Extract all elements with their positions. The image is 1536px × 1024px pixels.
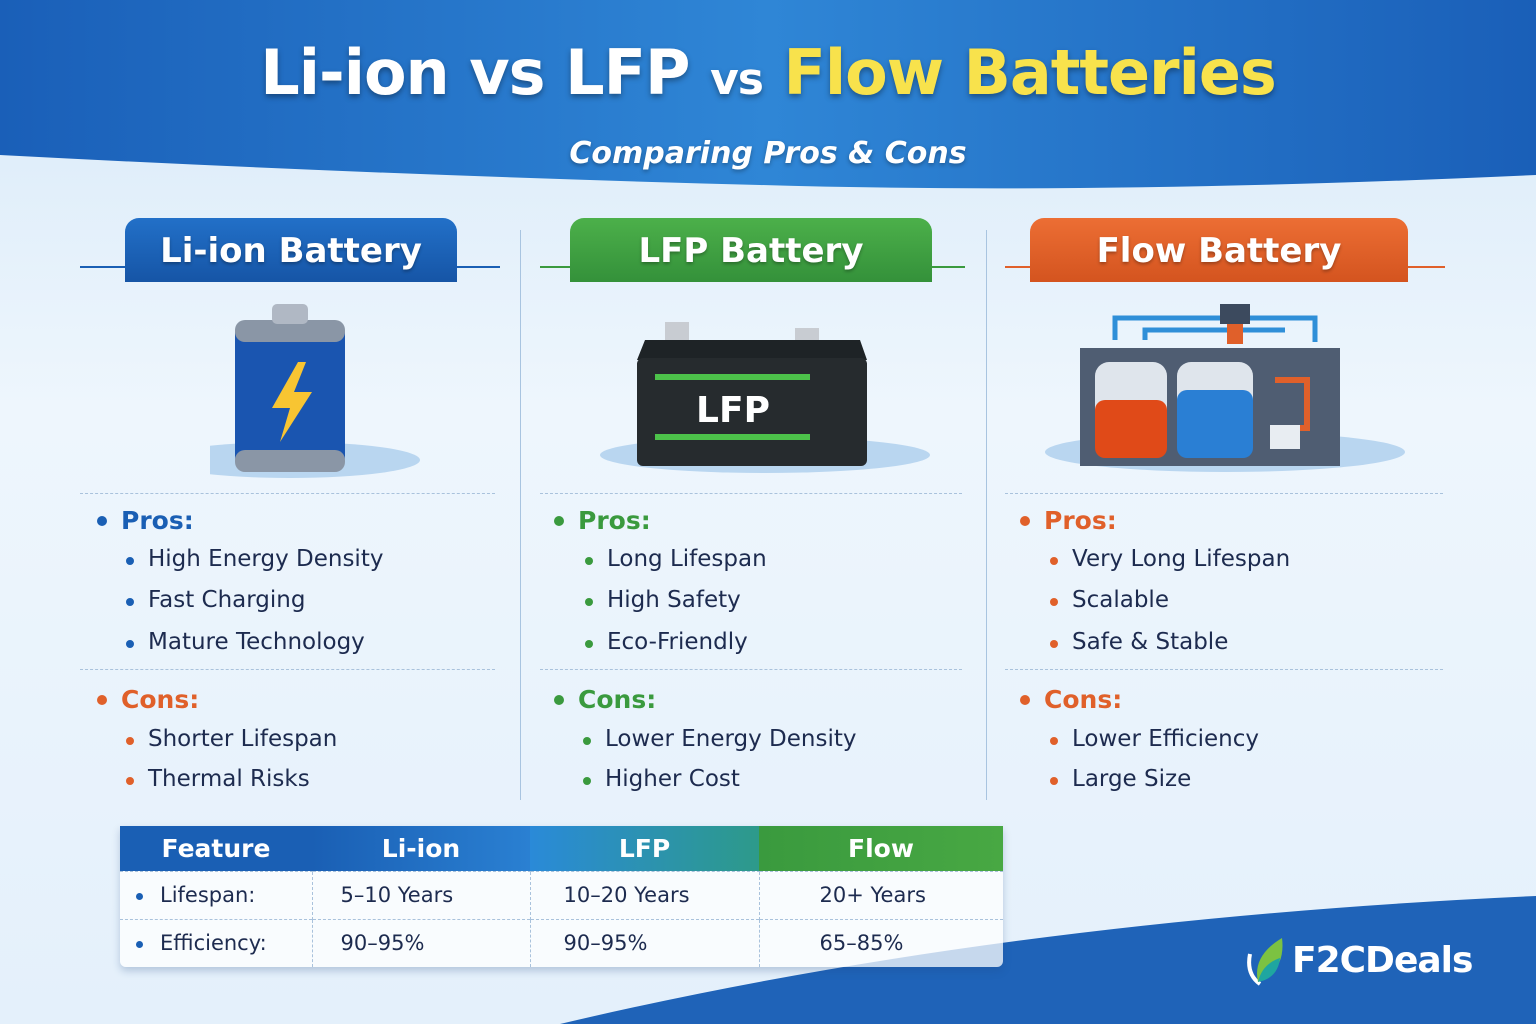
pros-heading: Pros: <box>554 506 651 535</box>
pro-item: Very Long Lifespan <box>1049 546 1291 572</box>
column-title: Li-ion Battery <box>125 218 457 282</box>
con-item: Higher Cost <box>583 766 740 792</box>
pro-item: Scalable <box>1050 587 1169 613</box>
cons-heading: Cons: <box>1019 685 1123 714</box>
table-row: Lifespan: 5–10 Years 10–20 Years 20+ Yea… <box>120 870 1003 919</box>
table-cell: 65–85% <box>758 918 1003 967</box>
table-cell: 90–95% <box>529 918 759 967</box>
column-title: LFP Battery <box>570 218 932 282</box>
table-header: LFP <box>530 826 759 871</box>
table-cell: Lifespan: <box>120 870 312 919</box>
table-cell: 20+ Years <box>758 870 1003 919</box>
car-battery-icon: LFP <box>600 322 930 473</box>
column-divider <box>520 230 521 800</box>
pro-item: Safe & Stable <box>1049 629 1229 655</box>
con-item: Lower Efficiency <box>1050 726 1259 752</box>
con-item: Large Size <box>1049 766 1192 792</box>
con-item: Lower Energy Density <box>582 726 857 752</box>
comparison-table: Feature Li-ion LFP Flow Lifespan: 5–10 Y… <box>120 826 1003 967</box>
pro-item: Mature Technology <box>126 629 365 655</box>
pro-item: Fast Charging <box>125 587 306 613</box>
table-row: Efficiency: 90–95% 90–95% 65–85% <box>120 918 1003 967</box>
header-background <box>0 0 1536 189</box>
flow-battery-tanks-icon <box>1045 304 1405 472</box>
table-header: Feature <box>120 826 312 871</box>
pros-heading: Pros: <box>97 506 194 535</box>
page-title: Li-ion vs LFP vs Flow Batteries <box>260 36 1277 109</box>
pro-item: High Safety <box>585 587 741 613</box>
leaf-icon <box>1247 938 1283 986</box>
pro-item: Long Lifespan <box>585 546 767 572</box>
brand-logo: F2CDeals <box>1244 934 1473 986</box>
table-header: Li-ion <box>312 826 530 871</box>
page-subtitle: Comparing Pros & Cons <box>569 136 967 171</box>
pro-item: High Energy Density <box>125 546 384 572</box>
pros-heading: Pros: <box>1020 506 1117 535</box>
table-header-row: Feature Li-ion LFP Flow <box>120 826 1003 871</box>
pro-item: Eco-Friendly <box>585 629 748 655</box>
table-cell: 10–20 Years <box>529 870 759 919</box>
table-cell: 90–95% <box>311 918 530 967</box>
cons-heading: Cons: <box>553 685 657 714</box>
column-divider <box>986 230 987 800</box>
cylindrical-battery-icon <box>210 304 420 478</box>
con-item: Thermal Risks <box>126 766 310 792</box>
table-header: Flow <box>759 826 1003 871</box>
cons-heading: Cons: <box>96 685 200 714</box>
footer-wave <box>560 896 1536 1024</box>
table-cell: Efficiency: <box>120 918 312 967</box>
con-item: Shorter Lifespan <box>125 726 338 752</box>
column-title: Flow Battery <box>1030 218 1408 282</box>
svg-text:LFP: LFP <box>696 390 770 431</box>
table-cell: 5–10 Years <box>311 870 530 919</box>
